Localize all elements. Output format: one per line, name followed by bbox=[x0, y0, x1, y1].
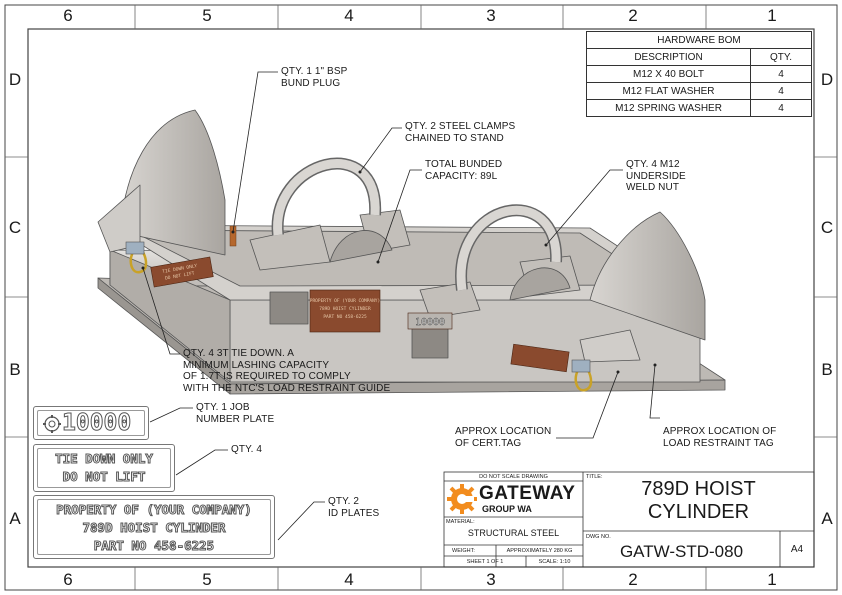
zone-bottom-2: 2 bbox=[628, 570, 638, 589]
weight-label: WEIGHT: bbox=[452, 548, 475, 554]
id-plate-line-3: PART NO 458-6225 bbox=[93, 538, 215, 554]
model-id-plate-line-3: PART NO 458-6225 bbox=[323, 314, 367, 320]
leader-certtag bbox=[556, 371, 619, 439]
tie-down-plate: TIE DOWN ONLY DO NOT LIFT bbox=[33, 444, 175, 492]
bund-plug bbox=[229, 225, 237, 247]
material-label: MATERIAL: bbox=[446, 519, 475, 525]
callout-bunded-capacity: TOTAL BUNDED CAPACITY: 89L bbox=[425, 159, 503, 182]
zone-right-d: D bbox=[820, 70, 834, 89]
zone-top-5: 5 bbox=[202, 6, 212, 25]
logo-subtitle: GROUP WA bbox=[482, 504, 532, 514]
tie-down-hook-left bbox=[129, 251, 148, 274]
model-tie-down-plate-left bbox=[150, 256, 214, 288]
model-id-plate-line-1: PROPERTY OF (YOUR COMPANY) bbox=[310, 298, 380, 304]
zone-left-c: C bbox=[8, 218, 22, 237]
zone-top-1: 1 bbox=[767, 6, 777, 25]
sheet-size: A4 bbox=[790, 544, 804, 555]
do-not-scale-note: DO NOT SCALE DRAWING bbox=[479, 474, 548, 480]
zone-left-a: A bbox=[9, 509, 21, 528]
zone-left-b: B bbox=[9, 360, 21, 379]
callout-weld-nut: QTY. 4 M12 UNDERSIDE WELD NUT bbox=[626, 159, 686, 193]
drawing-number: GATW-STD-080 bbox=[619, 542, 744, 561]
zone-bottom-1: 1 bbox=[767, 570, 777, 589]
leader-clamps bbox=[359, 127, 402, 173]
callout-steel-clamps: QTY. 2 STEEL CLAMPS CHAINED TO STAND bbox=[405, 121, 516, 144]
leader-weldnut bbox=[545, 169, 623, 246]
drawing-title-line-1: 789D HOIST bbox=[641, 478, 756, 500]
model-id-plate bbox=[309, 289, 381, 333]
left-gusset bbox=[119, 109, 226, 256]
gear-logo-icon bbox=[43, 415, 61, 433]
zone-bottom-3: 3 bbox=[486, 570, 496, 589]
callout-qty-4: QTY. 4 bbox=[231, 444, 262, 455]
callout-id-plates: QTY. 2 ID PLATES bbox=[328, 496, 380, 519]
zone-left-d: D bbox=[8, 70, 22, 89]
tie-down-line-2: DO NOT LIFT bbox=[62, 469, 146, 485]
leader-restrainttag bbox=[649, 364, 660, 419]
zone-right-a: A bbox=[821, 509, 833, 528]
zone-top-3: 3 bbox=[486, 6, 496, 25]
drawing-title-line-2: CYLINDER bbox=[647, 501, 750, 523]
model-tie-down-line-2: DO NOT LIFT bbox=[165, 270, 196, 281]
gateway-logo-icon bbox=[447, 484, 477, 514]
leader-tiedown bbox=[142, 267, 180, 355]
dwg-no-label: DWG NO. bbox=[586, 534, 611, 540]
weight-value: APPROXIMATELY 280 KG bbox=[506, 548, 573, 554]
callout-restraint-tag: APPROX LOCATION OF LOAD RESTRAINT TAG bbox=[663, 426, 777, 449]
title-label: TITLE: bbox=[586, 474, 603, 480]
zone-right-b: B bbox=[821, 360, 833, 379]
tie-down-line-1: TIE DOWN ONLY bbox=[55, 451, 154, 467]
leader-bunded bbox=[377, 169, 422, 263]
zone-bottom-5: 5 bbox=[202, 570, 212, 589]
callout-tie-down: QTY. 4 3T TIE DOWN. A MINIMUM LASHING CA… bbox=[183, 348, 391, 394]
drawing-title: 789D HOIST CYLINDER bbox=[583, 478, 814, 524]
zone-bottom-4: 4 bbox=[344, 570, 354, 589]
model-job-plate bbox=[407, 312, 453, 330]
callout-bsp-plug: QTY. 1 1" BSP BUND PLUG bbox=[281, 66, 348, 89]
bom-cell: 4 bbox=[750, 99, 812, 117]
callout-job-plate: QTY. 1 JOB NUMBER PLATE bbox=[196, 402, 275, 425]
tie-down-hook-right bbox=[574, 369, 593, 392]
job-number-text: 10000 bbox=[61, 410, 132, 437]
logo-name: GATEWAY bbox=[479, 483, 576, 504]
zone-top-6: 6 bbox=[63, 6, 73, 25]
scale-value: SCALE: 1:10 bbox=[538, 559, 571, 565]
material-value: STRUCTURAL STEEL bbox=[467, 528, 560, 538]
job-number-plate: 10000 bbox=[33, 406, 149, 440]
sheet-value: SHEET 1 OF 1 bbox=[466, 559, 504, 565]
leader-qty4 bbox=[175, 449, 228, 476]
leader-bsp bbox=[232, 71, 278, 233]
zone-top-4: 4 bbox=[344, 6, 354, 25]
id-plate-line-1: PROPERTY OF (YOUR COMPANY) bbox=[56, 502, 253, 518]
model-job-number: 10000 bbox=[415, 317, 445, 328]
zone-top-2: 2 bbox=[628, 6, 638, 25]
model-tie-down-plate-right bbox=[510, 343, 570, 373]
zone-bottom-6: 6 bbox=[63, 570, 73, 589]
callout-cert-tag: APPROX LOCATION OF CERT.TAG bbox=[455, 426, 552, 449]
zone-right-c: C bbox=[820, 218, 834, 237]
leader-idplates bbox=[277, 501, 325, 541]
right-gusset bbox=[589, 211, 706, 341]
id-plate-line-2: 789D HOIST CYLINDER bbox=[82, 520, 226, 536]
property-id-plate: PROPERTY OF (YOUR COMPANY) 789D HOIST CY… bbox=[33, 495, 275, 559]
leader-jobplate bbox=[149, 407, 193, 423]
model-id-plate-line-2: 789D HOIST CYLINDER bbox=[319, 306, 371, 312]
